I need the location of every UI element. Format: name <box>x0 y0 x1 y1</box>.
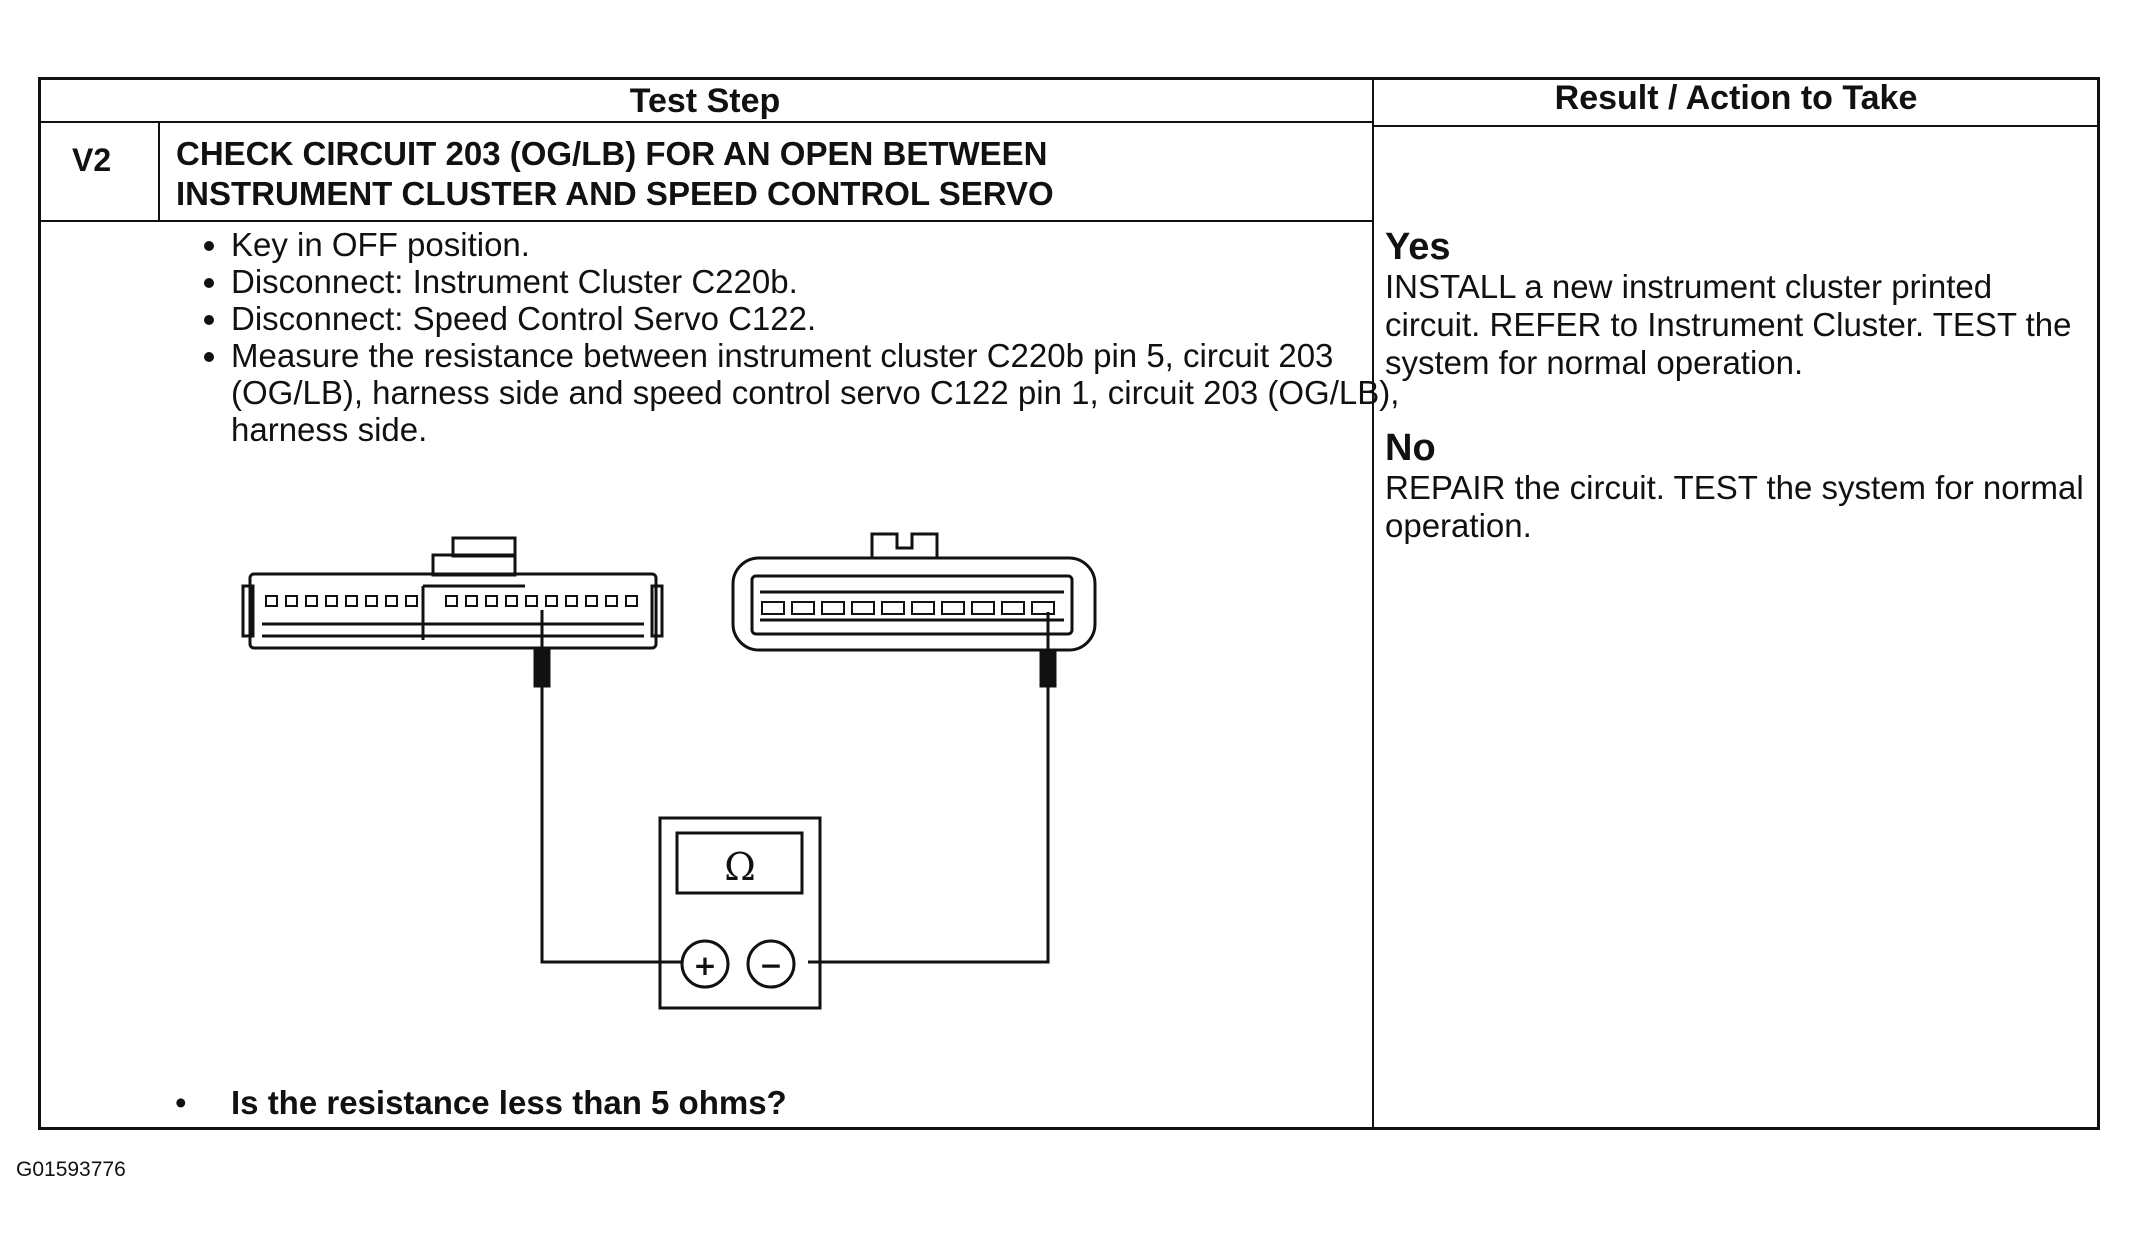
result-no: No REPAIR the circuit. TEST the system f… <box>1385 427 2085 545</box>
negative-lead <box>808 686 1050 964</box>
positive-lead <box>540 686 682 964</box>
column-divider <box>1372 77 1374 1130</box>
header-test-step: Test Step <box>629 82 781 120</box>
instruction-item: Disconnect: Speed Control Servo C122. <box>231 300 1401 337</box>
step-id: V2 <box>72 142 112 178</box>
result-no-label: No <box>1385 427 1436 469</box>
header-divider-left <box>38 121 1373 123</box>
instruction-item: Key in OFF position. <box>231 226 1401 263</box>
test-step-table <box>38 77 2100 1130</box>
step-id-divider <box>158 121 160 221</box>
instruction-item: Measure the resistance between instrumen… <box>231 337 1401 448</box>
result-yes: Yes INSTALL a new instrument cluster pri… <box>1385 226 2085 382</box>
step-title: CHECK CIRCUIT 203 (OG/LB) FOR AN OPEN BE… <box>176 134 1054 214</box>
instrument-cluster-connector <box>241 536 664 650</box>
plus-terminal-label: + <box>693 949 716 982</box>
left-probe <box>533 610 551 688</box>
ohm-symbol: Ω <box>724 845 756 889</box>
step-title-divider <box>38 220 1373 222</box>
header-divider-right <box>1372 125 2100 127</box>
minus-terminal-label: − <box>759 949 782 982</box>
result-yes-label: Yes <box>1385 226 1451 268</box>
instruction-item: Disconnect: Instrument Cluster C220b. <box>231 263 1401 300</box>
instrument-cluster-pins <box>265 595 638 607</box>
right-probe <box>1039 612 1057 688</box>
speed-control-servo-connector <box>731 532 1097 652</box>
instruction-list: Key in OFF position. Disconnect: Instrum… <box>165 226 1401 448</box>
figure-code: G01593776 <box>16 1158 126 1181</box>
test-question: Is the resistance less than 5 ohms? <box>165 1084 787 1122</box>
result-yes-text: INSTALL a new instrument cluster printed… <box>1385 268 2072 381</box>
step-title-line-1: CHECK CIRCUIT 203 (OG/LB) FOR AN OPEN BE… <box>176 135 1048 172</box>
speed-control-servo-pins <box>761 601 1055 615</box>
header-result-action: Result / Action to Take <box>1554 79 1918 117</box>
ohmmeter <box>658 816 822 1010</box>
result-no-text: REPAIR the circuit. TEST the system for … <box>1385 469 2084 544</box>
step-title-line-2: INSTRUMENT CLUSTER AND SPEED CONTROL SER… <box>176 175 1054 212</box>
